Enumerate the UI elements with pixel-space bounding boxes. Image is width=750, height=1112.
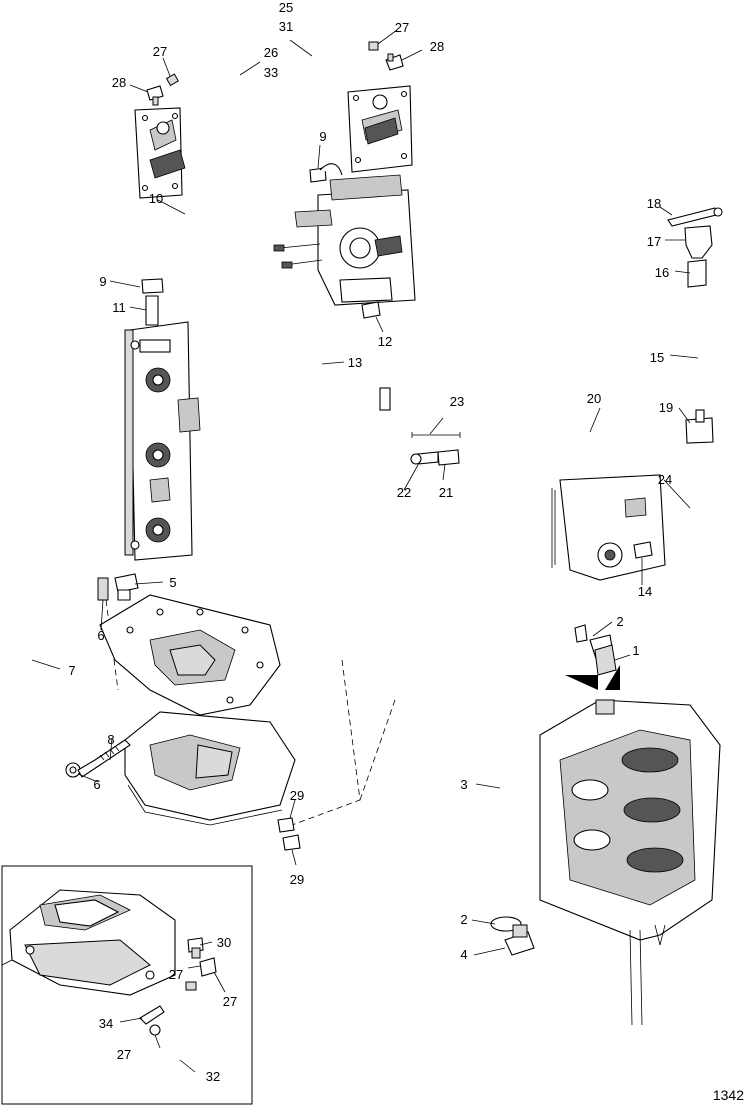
fuel-rail bbox=[124, 321, 201, 561]
adapter-plate bbox=[99, 594, 281, 716]
callout-30: 30 bbox=[217, 935, 231, 950]
callout-32: 32 bbox=[206, 1069, 220, 1084]
callout-33: 33 bbox=[264, 65, 278, 80]
callout-3: 3 bbox=[460, 777, 467, 792]
callout-31: 31 bbox=[279, 19, 293, 34]
callout-21: 21 bbox=[439, 485, 453, 500]
callout-24: 24 bbox=[658, 472, 672, 487]
leader-lines bbox=[31, 29, 699, 956]
callout-26: 26 bbox=[264, 45, 278, 60]
callout-5: 5 bbox=[169, 575, 176, 590]
callout-13: 13 bbox=[348, 355, 362, 370]
callout-6: 6 bbox=[97, 628, 104, 643]
oil-tank-bracket bbox=[551, 474, 666, 581]
callout-14: 14 bbox=[638, 584, 652, 599]
callout-27: 27 bbox=[117, 1047, 131, 1062]
callout-16: 16 bbox=[655, 265, 669, 280]
callout-27: 27 bbox=[153, 44, 167, 59]
hoses bbox=[19, 38, 702, 1087]
callout-22: 22 bbox=[397, 485, 411, 500]
fittings bbox=[65, 41, 723, 956]
callout-9: 9 bbox=[99, 274, 106, 289]
warning-triangles bbox=[565, 665, 620, 690]
callout-29: 29 bbox=[290, 872, 304, 887]
figure-number: 1342 bbox=[713, 1087, 744, 1103]
callout-29: 29 bbox=[290, 788, 304, 803]
callout-7: 7 bbox=[68, 663, 75, 678]
callout-17: 17 bbox=[647, 234, 661, 249]
callout-8: 8 bbox=[107, 732, 114, 747]
callout-20: 20 bbox=[587, 391, 601, 406]
callout-23: 23 bbox=[450, 394, 464, 409]
callout-28: 28 bbox=[430, 39, 444, 54]
callout-2: 2 bbox=[616, 614, 623, 629]
inset-detail bbox=[1, 865, 253, 1105]
callout-1: 1 bbox=[632, 643, 639, 658]
callout-12: 12 bbox=[378, 334, 392, 349]
callout-27: 27 bbox=[395, 20, 409, 35]
callout-27: 27 bbox=[223, 994, 237, 1009]
callout-4: 4 bbox=[460, 947, 467, 962]
vapor-separator bbox=[273, 174, 416, 306]
callout-6: 6 bbox=[93, 777, 100, 792]
callout-28: 28 bbox=[112, 75, 126, 90]
callout-19: 19 bbox=[659, 400, 673, 415]
callout-9: 9 bbox=[319, 129, 326, 144]
fuel-pump-right bbox=[347, 85, 413, 173]
callout-10: 10 bbox=[149, 191, 163, 206]
fuel-pump-left bbox=[134, 107, 186, 199]
callout-25: 25 bbox=[279, 0, 293, 15]
callout-27: 27 bbox=[169, 967, 183, 982]
cylinder-block bbox=[539, 699, 721, 1026]
callout-15: 15 bbox=[650, 350, 664, 365]
callout-labels: 1 2 2 3 4 5 6 6 7 8 9 9 10 11 12 13 14 1… bbox=[68, 0, 744, 1103]
callout-2: 2 bbox=[460, 912, 467, 927]
callout-34: 34 bbox=[99, 1016, 113, 1031]
lower-housing bbox=[124, 711, 296, 826]
callout-18: 18 bbox=[647, 196, 661, 211]
callout-11: 11 bbox=[112, 300, 126, 315]
